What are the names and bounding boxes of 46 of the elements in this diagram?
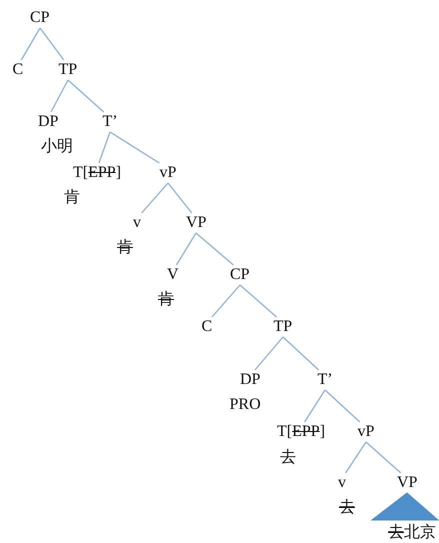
tree-branch (254, 336, 284, 370)
category-label: v (133, 214, 141, 232)
tree-branch (211, 284, 240, 318)
tree-branch (324, 390, 360, 422)
category-label: C (12, 61, 24, 79)
category-label: vP (358, 423, 374, 441)
word-label: PRO (230, 396, 261, 414)
tree-branch (20, 28, 41, 60)
tree-branch (304, 390, 326, 422)
word-label: 肯 (158, 291, 174, 309)
tree-branch (345, 442, 367, 474)
word-label: 去 (280, 449, 296, 467)
tree-branch (282, 336, 320, 370)
category-label: CP (230, 266, 250, 284)
tree-branch (110, 131, 160, 164)
category-label: DP (38, 113, 58, 131)
tree-branch (68, 80, 104, 112)
tree-branch (168, 182, 192, 214)
triangle (370, 492, 439, 520)
category-label: DP (240, 371, 260, 389)
category-label: C (202, 318, 212, 336)
tree-branch (50, 80, 69, 112)
tree-branch (196, 232, 234, 266)
tree-branch (98, 132, 111, 164)
category-label: T[EPP] (277, 423, 326, 441)
category-label: T’ (102, 113, 118, 131)
category-label: VP (186, 214, 206, 232)
category-label: v (338, 474, 346, 492)
category-label: TP (58, 61, 78, 79)
category-label: T[EPP] (73, 164, 122, 182)
word-label: 肯 (117, 239, 133, 257)
word-label: 去北京 (388, 524, 436, 542)
word-label: 去 (339, 499, 355, 517)
tree-branch (366, 442, 402, 474)
tree-branch (141, 182, 168, 214)
category-label: T’ (318, 371, 333, 389)
word-label: 小明 (41, 138, 73, 156)
category-label: VP (397, 474, 418, 492)
tree-branch (240, 284, 277, 318)
word-label: 肯 (64, 189, 80, 207)
category-label: vP (160, 164, 176, 182)
category-label: TP (274, 318, 292, 336)
tree-branch (39, 28, 64, 60)
tree-branch (176, 232, 197, 266)
category-label: V (167, 266, 179, 284)
category-label: CP (30, 9, 50, 27)
